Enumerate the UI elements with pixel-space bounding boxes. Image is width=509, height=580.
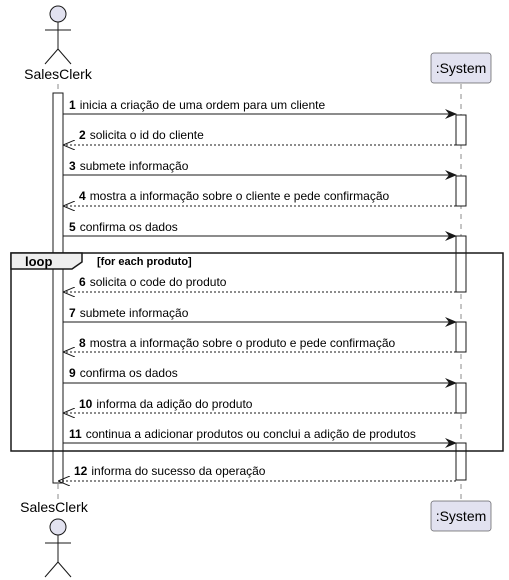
system-activation-1 <box>455 114 467 146</box>
system-activation-2 <box>455 175 467 207</box>
loop-label-tab <box>10 252 83 270</box>
actor-stick-figure-icon <box>44 5 72 65</box>
actor-name-top: SalesClerk <box>24 66 93 82</box>
system-activation-3 <box>455 235 467 293</box>
actor-activation-bar <box>52 92 64 484</box>
system-name-top: :System <box>436 60 487 76</box>
actor-top: SalesClerk <box>24 5 93 82</box>
loop-guard: [for each produto] <box>97 256 192 268</box>
actor-name-bottom: SalesClerk <box>20 499 89 515</box>
system-activation-6 <box>455 442 467 481</box>
actor-bottom: SalesClerk <box>20 499 89 578</box>
system-activation-5 <box>455 382 467 414</box>
system-name-bottom: :System <box>436 508 487 524</box>
loop-frame <box>10 252 504 452</box>
system-activation-4 <box>455 321 467 353</box>
system-activation-bars <box>455 114 467 481</box>
actor-stick-figure-icon <box>44 518 72 578</box>
system-participant-top: :System <box>430 52 492 84</box>
loop-fragment: loop [for each produto] <box>10 252 504 452</box>
system-participant-bottom: :System <box>430 500 492 532</box>
loop-keyword: loop <box>25 254 52 269</box>
